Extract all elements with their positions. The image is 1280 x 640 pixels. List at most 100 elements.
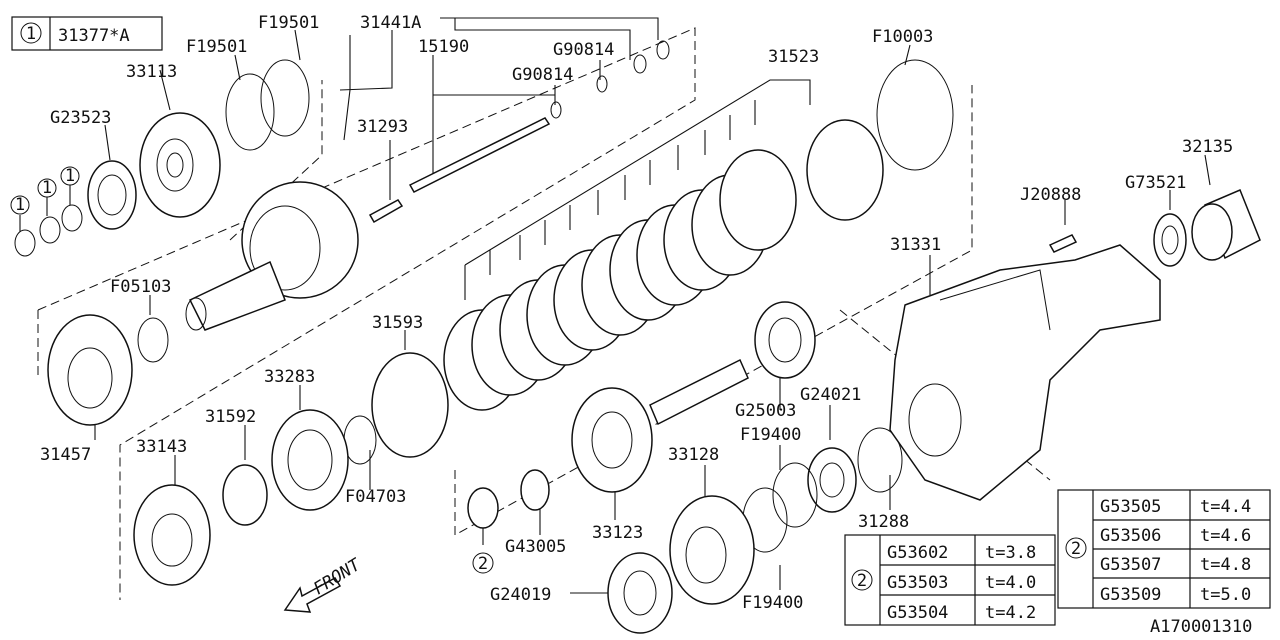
legend-box: 1 31377*A (11, 16, 163, 51)
label-f19501-a: F19501 (186, 37, 247, 57)
label-31593: 31593 (372, 313, 423, 333)
washer-b (656, 40, 670, 60)
label-31592: 31592 (205, 407, 256, 427)
label-33143: 33143 (136, 437, 187, 457)
label-31457: 31457 (40, 445, 91, 465)
callout-label: 1 (42, 178, 52, 198)
snap-ring-f19501-a (225, 73, 275, 151)
label-g90814-a: G90814 (553, 40, 614, 60)
bearing-g25003 (754, 301, 816, 379)
selection-table-large: 2 G53505 t=4.4 G53506 t=4.6 G53507 t=4.8… (1057, 489, 1271, 609)
thrust-washer (467, 487, 499, 529)
callout-markers: 1 1 1 2 (10, 166, 494, 574)
ring-g90814-a (550, 101, 562, 119)
label-g43005: G43005 (505, 537, 566, 557)
label-33128: 33128 (668, 445, 719, 465)
label-33123: 33123 (592, 523, 643, 543)
snap-ring-f10003 (876, 59, 954, 171)
table-cell-thickness: t=4.8 (1200, 555, 1251, 575)
part-labels: 33113 G23523 F19501 F19501 31441A 15190 … (40, 13, 1252, 637)
ring-3 (61, 204, 83, 232)
table-cell-thickness: t=4.6 (1200, 526, 1251, 546)
bearing-g23523 (87, 160, 137, 230)
bolt-j20888 (1048, 234, 1078, 253)
label-15190: 15190 (418, 37, 469, 57)
shaft-15190 (408, 117, 551, 193)
sleeve-32135 (1191, 189, 1261, 261)
gear-33128 (669, 495, 755, 605)
table-cell-thickness: t=4.4 (1200, 497, 1251, 517)
label-32135: 32135 (1182, 137, 1233, 157)
callout-label: 2 (478, 554, 488, 574)
snap-ring-31288 (857, 427, 903, 493)
table-cell-thickness: t=5.0 (1200, 585, 1251, 605)
snap-ring-f19400-a (772, 462, 818, 528)
label-j20888: J20888 (1020, 185, 1081, 205)
table-cell-thickness: t=4.2 (985, 603, 1036, 623)
table-cell-part: G53507 (1100, 555, 1161, 575)
label-33113: 33113 (126, 62, 177, 82)
table-cell-part: G53503 (887, 573, 948, 593)
housing-31331 (889, 244, 1161, 501)
table-cell-part: G53509 (1100, 585, 1161, 605)
callout-circle (37, 178, 57, 198)
clutch-plate-stack (443, 119, 884, 411)
label-f19400-b: F19400 (742, 593, 803, 613)
table-cell-part: G53506 (1100, 526, 1161, 546)
bearing-g24021 (807, 447, 857, 513)
callout-label: 1 (65, 166, 75, 186)
label-33283: 33283 (264, 367, 315, 387)
shaft-33123 (571, 358, 749, 493)
label-31288: 31288 (858, 512, 909, 532)
table-marker: 2 (857, 571, 867, 591)
label-g73521: G73521 (1125, 173, 1186, 193)
snap-ring-f05103 (137, 317, 169, 363)
table-cell-part: G53602 (887, 543, 948, 563)
leader-lines (19, 17, 1211, 594)
plate-31593 (371, 352, 449, 458)
label-g90814-b: G90814 (512, 65, 573, 85)
label-f05103: F05103 (110, 277, 171, 297)
bearing-g24019 (607, 552, 673, 634)
label-f10003: F10003 (872, 27, 933, 47)
front-arrow-icon (283, 577, 342, 613)
label-g25003: G25003 (735, 401, 796, 421)
part-33283 (271, 409, 349, 511)
gear-33113 (139, 112, 221, 218)
drum-31441a (185, 181, 359, 331)
label-f04703: F04703 (345, 487, 406, 507)
reference-number: A170001310 (1150, 617, 1252, 637)
table-marker: 2 (1071, 539, 1081, 559)
label-f19400-a: F19400 (740, 425, 801, 445)
table-cell-part: G53505 (1100, 497, 1161, 517)
ring-2 (39, 216, 61, 244)
snap-ring-f19501-b (260, 59, 310, 137)
washer-a (633, 54, 647, 74)
label-g23523: G23523 (50, 108, 111, 128)
callout-circle (10, 195, 30, 215)
needle-bearing-g43005 (520, 469, 550, 511)
table-cell-thickness: t=3.8 (985, 543, 1036, 563)
table-cell-part: G53504 (887, 603, 948, 623)
bearing-31457 (47, 314, 133, 426)
bearing-33143 (133, 484, 211, 586)
label-31331: 31331 (890, 235, 941, 255)
seal-g73521 (1153, 213, 1187, 267)
ring-g90814-b (596, 75, 608, 93)
callout-circle (472, 552, 494, 574)
legend-code: 31377*A (58, 26, 130, 46)
label-g24019: G24019 (490, 585, 551, 605)
label-g24021: G24021 (800, 385, 861, 405)
label-31293: 31293 (357, 117, 408, 137)
label-31441a: 31441A (360, 13, 421, 33)
pin-31293 (368, 199, 404, 224)
legend-marker: 1 (26, 24, 36, 44)
selection-table-small: 2 G53602 t=3.8 G53503 t=4.0 G53504 t=4.2 (844, 534, 1056, 626)
callout-label: 1 (15, 195, 25, 215)
snap-ring-f04703 (343, 415, 377, 465)
bushing-31592 (222, 464, 268, 526)
label-f19501-b: F19501 (258, 13, 319, 33)
ring-1 (14, 229, 36, 257)
table-cell-thickness: t=4.0 (985, 573, 1036, 593)
